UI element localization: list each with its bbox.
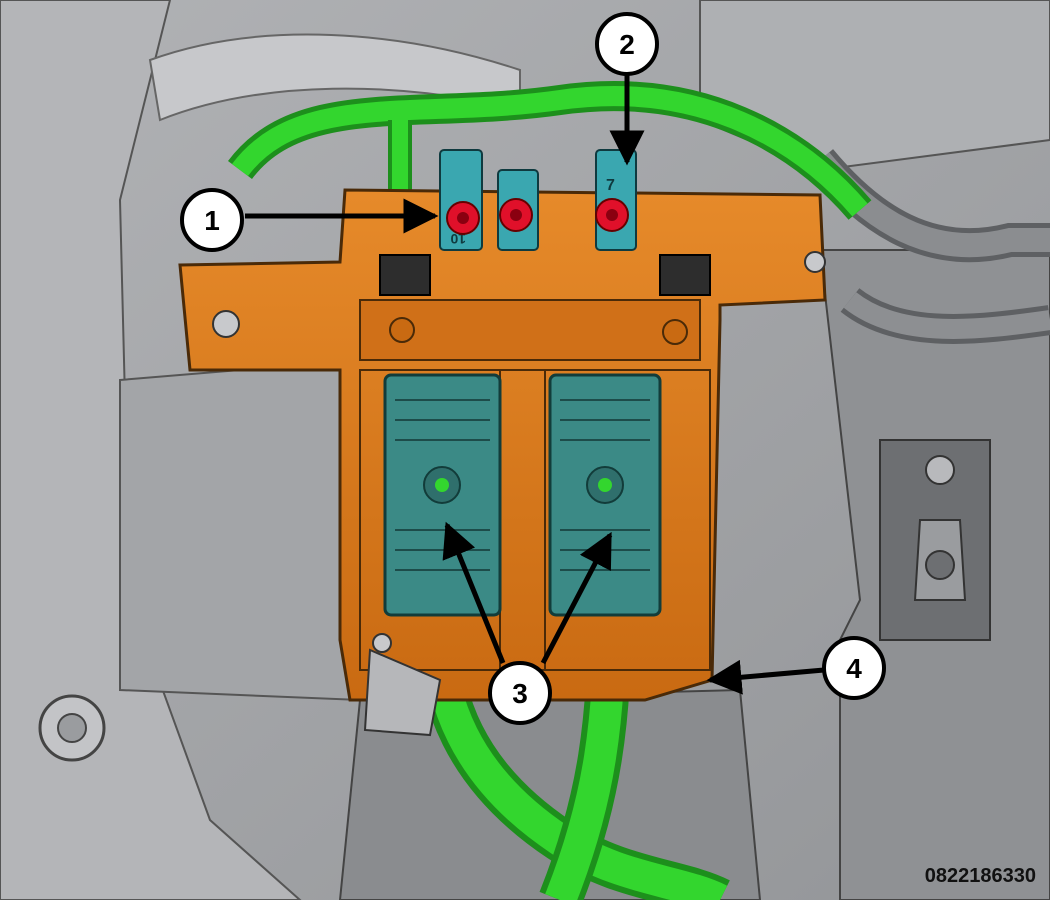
callout-2: 2 (595, 12, 659, 76)
callout-4-label: 4 (846, 653, 862, 684)
callout-2-label: 2 (619, 29, 635, 60)
fuse-box (178, 188, 827, 702)
battery-bolt (925, 455, 955, 485)
battery-terminals: 10 7 (439, 149, 637, 251)
left-panel (0, 0, 302, 900)
callout-1: 1 (180, 188, 244, 252)
mounting-bolt (212, 310, 240, 338)
callout-3: 3 (488, 661, 552, 725)
callout-arrows (245, 74, 825, 695)
left-bracket (119, 358, 361, 702)
callout-3-label: 3 (512, 678, 528, 709)
figure-reference-number: 0822186330 (924, 865, 1036, 887)
ground-strap (363, 648, 442, 737)
terminal-label-10: 10 (450, 231, 466, 247)
callout-1-label: 1 (204, 205, 220, 236)
callout-4: 4 (822, 636, 886, 700)
terminal-label-7: 7 (606, 177, 615, 194)
